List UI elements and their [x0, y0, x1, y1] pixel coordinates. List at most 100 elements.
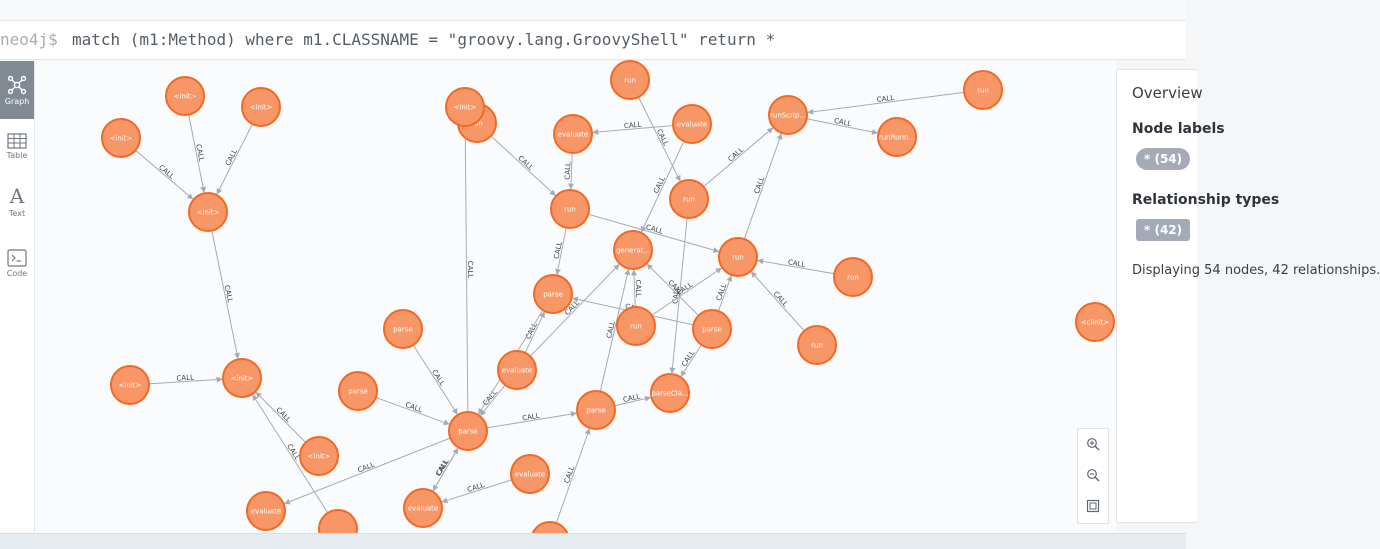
graph-node[interactable]: run [550, 189, 590, 229]
graph-node[interactable]: run [797, 325, 837, 365]
graph-node[interactable]: <clinit> [1075, 302, 1115, 342]
node-circle[interactable] [963, 70, 1003, 110]
graph-node[interactable]: evaluate [246, 491, 286, 531]
graph-node[interactable]: run [610, 60, 650, 100]
relationship-30[interactable] [750, 271, 805, 332]
graph-node[interactable]: parse [692, 309, 732, 349]
node-circle[interactable] [101, 118, 141, 158]
graph-node[interactable]: runScrip... [768, 95, 808, 135]
graph-node[interactable]: run [963, 70, 1003, 110]
view-text-button[interactable]: A Text [0, 177, 34, 235]
node-circle[interactable] [165, 76, 205, 116]
zoom-out-button[interactable] [1078, 460, 1108, 490]
relationship-32[interactable] [717, 275, 733, 312]
graph-node[interactable]: evaluate [403, 488, 443, 528]
relationship-10[interactable] [432, 447, 459, 492]
graph-node[interactable]: parse [383, 309, 423, 349]
node-circle[interactable] [553, 114, 593, 154]
graph-node[interactable]: runRunn... [877, 117, 917, 157]
node-circle[interactable] [403, 488, 443, 528]
relationship-4[interactable] [148, 376, 223, 385]
relationship-31[interactable] [651, 267, 722, 316]
graph-node[interactable]: parse [338, 371, 378, 411]
relationship-27[interactable] [806, 118, 878, 135]
relationship-1[interactable] [188, 114, 207, 193]
node-circle[interactable] [510, 454, 550, 494]
node-circle[interactable] [692, 309, 732, 349]
graph-node[interactable]: <init> [241, 87, 281, 127]
relationship-7[interactable] [284, 437, 451, 505]
graph-node[interactable]: parse [533, 274, 573, 314]
relationship-3[interactable] [211, 230, 240, 359]
relationship-0[interactable] [135, 149, 194, 200]
node-circle[interactable] [718, 237, 758, 277]
graph-node[interactable]: parse [448, 411, 488, 451]
node-circle[interactable] [616, 306, 656, 346]
graph-node[interactable]: run [833, 257, 873, 297]
relationship-25[interactable] [703, 127, 774, 188]
graph-node[interactable]: run [669, 179, 709, 219]
relationship-5[interactable] [255, 391, 307, 443]
node-circle[interactable] [613, 230, 653, 270]
node-circle[interactable] [669, 179, 709, 219]
relationship-20[interactable] [555, 227, 567, 275]
node-circle[interactable] [222, 358, 262, 398]
relationship-26[interactable] [669, 217, 688, 374]
relationship-16[interactable] [524, 311, 545, 354]
query-editor[interactable]: neo4j$ match (m1:Method) where m1.CLASSN… [0, 20, 1186, 60]
node-circle[interactable] [833, 257, 873, 297]
graph-node[interactable]: <init> [299, 436, 339, 476]
node-circle[interactable] [299, 436, 339, 476]
node-circle[interactable] [448, 411, 488, 451]
view-code-button[interactable]: Code [0, 235, 34, 293]
relationship-38[interactable] [480, 384, 506, 416]
relationship-9[interactable] [441, 479, 513, 504]
graph-node[interactable]: run [718, 237, 758, 277]
node-label-badge[interactable]: * (54) [1136, 148, 1191, 170]
graph-node[interactable]: <init> [110, 365, 150, 405]
node-circle[interactable] [877, 117, 917, 157]
node-circle[interactable] [550, 189, 590, 229]
graph-node[interactable]: evaluate [553, 114, 593, 154]
relationship-type-badge[interactable]: * (42) [1136, 219, 1191, 241]
node-circle[interactable] [497, 350, 537, 390]
node-circle[interactable] [383, 309, 423, 349]
relationship-23[interactable] [641, 140, 685, 233]
graph-node[interactable]: <init> [222, 358, 262, 398]
node-circle[interactable] [241, 87, 281, 127]
graph-node[interactable]: <init> [165, 76, 205, 116]
relationship-28[interactable] [743, 133, 783, 240]
relationship-6[interactable] [252, 394, 329, 514]
view-graph-button[interactable]: Graph [0, 61, 34, 119]
node-circle[interactable] [576, 390, 616, 430]
node-circle[interactable] [110, 365, 150, 405]
relationship-14[interactable] [614, 395, 652, 407]
query-text[interactable]: match (m1:Method) where m1.CLASSNAME = "… [72, 30, 776, 49]
node-circle[interactable] [768, 95, 808, 135]
fit-to-screen-button[interactable] [1078, 491, 1108, 521]
graph-node[interactable]: parseCla... [650, 373, 690, 413]
relationship-18[interactable] [490, 135, 556, 196]
relationship-11[interactable] [412, 344, 458, 415]
view-table-button[interactable]: Table [0, 119, 34, 177]
relationship-41[interactable] [807, 91, 965, 115]
relationship-12[interactable] [375, 397, 450, 426]
relationship-17[interactable] [529, 263, 620, 357]
relationship-40[interactable] [462, 126, 469, 413]
node-circle[interactable] [1075, 302, 1115, 342]
node-circle[interactable] [797, 325, 837, 365]
relationship-15[interactable] [555, 428, 591, 524]
relationship-13[interactable] [486, 411, 577, 429]
relationship-36[interactable] [599, 268, 631, 392]
graph-node[interactable]: run [616, 306, 656, 346]
graph-node[interactable]: generat... [613, 230, 653, 270]
relationship-2[interactable] [216, 123, 253, 195]
relationship-37[interactable] [631, 269, 637, 308]
relationship-24[interactable] [637, 96, 681, 182]
graph-node[interactable]: <init> [101, 118, 141, 158]
graph-node[interactable]: <init> [188, 192, 228, 232]
graph-node[interactable]: <init> [445, 87, 485, 127]
graph-node[interactable]: parse [576, 390, 616, 430]
